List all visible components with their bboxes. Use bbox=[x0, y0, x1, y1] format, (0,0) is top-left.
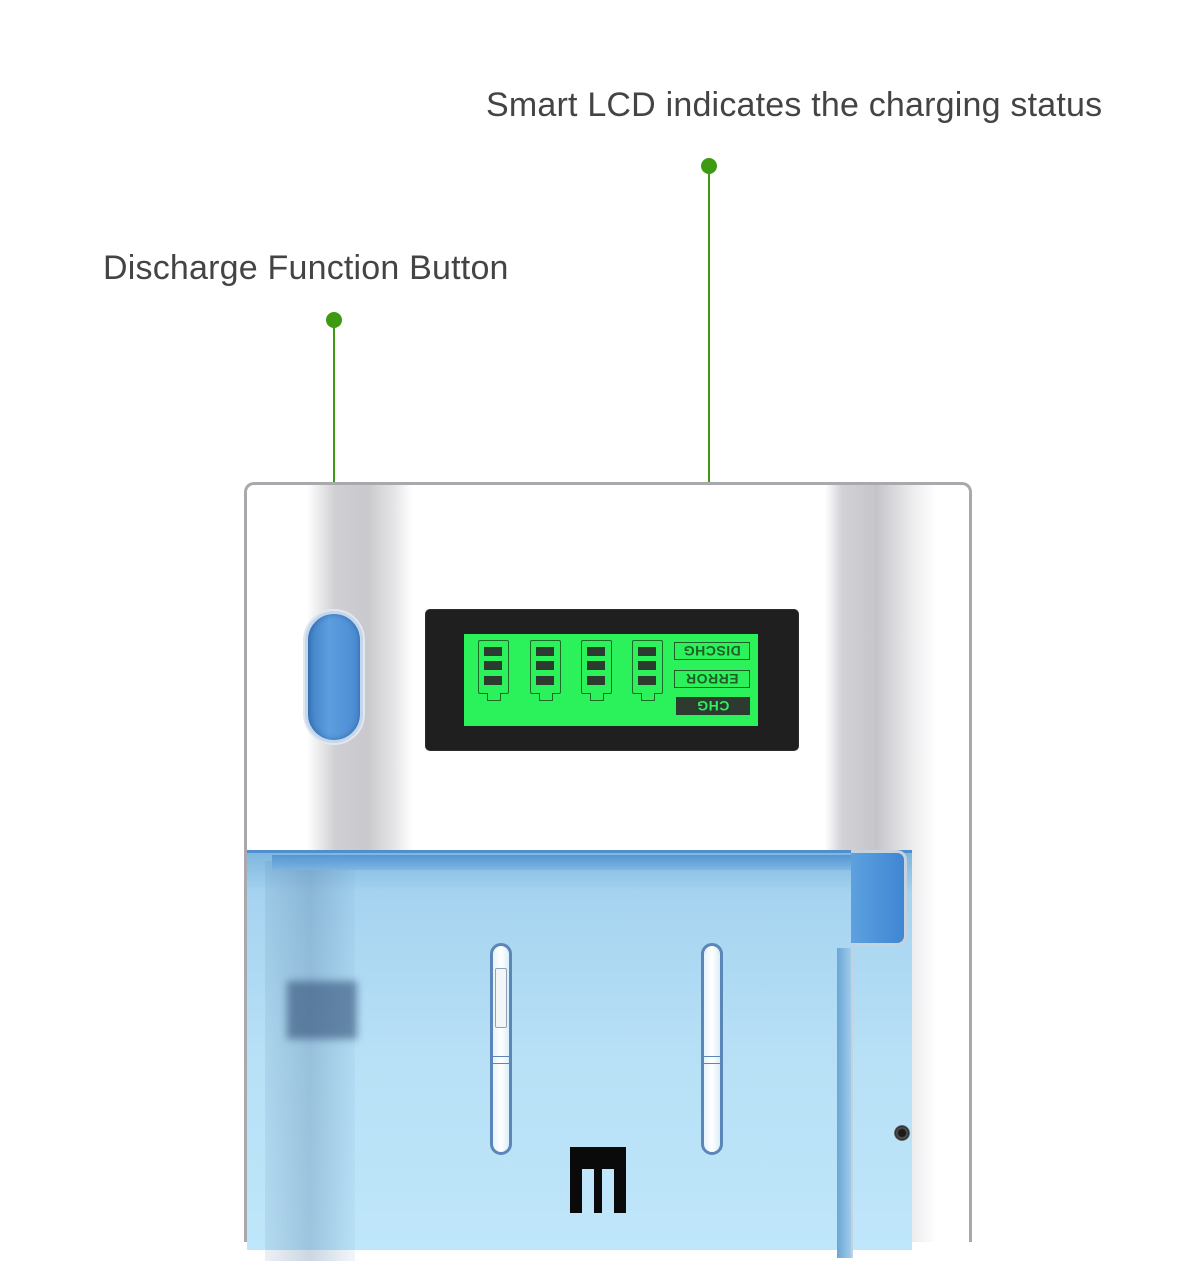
lcd-callout-dot bbox=[701, 158, 717, 174]
reset-hole-icon[interactable] bbox=[894, 1125, 910, 1141]
lcd-indicator-dischg: DISCHG bbox=[674, 642, 750, 660]
brand-logo-icon bbox=[570, 1147, 626, 1213]
battery-slot-1-icon bbox=[478, 640, 509, 701]
battery-slot-3-icon bbox=[581, 640, 612, 701]
lid-latch[interactable] bbox=[851, 850, 907, 946]
lcd-callout-label: Smart LCD indicates the charging status bbox=[486, 86, 1103, 124]
charger-top-panel: DISCHG ERROR CHG bbox=[247, 485, 969, 850]
battery-contact-slot-left bbox=[490, 943, 512, 1155]
lcd-display: DISCHG ERROR CHG bbox=[425, 609, 799, 751]
discharge-callout-label: Discharge Function Button bbox=[103, 249, 509, 287]
discharge-function-button[interactable] bbox=[305, 611, 363, 743]
lcd-callout-line bbox=[708, 170, 710, 636]
battery-contact-slot-right bbox=[701, 943, 723, 1155]
lcd-indicator-chg: CHG bbox=[676, 697, 750, 715]
battery-slot-4-icon bbox=[632, 640, 663, 701]
lcd-screen: DISCHG ERROR CHG bbox=[464, 634, 758, 726]
battery-slot-2-icon bbox=[530, 640, 561, 701]
discharge-callout-dot bbox=[326, 312, 342, 328]
lcd-indicator-error: ERROR bbox=[674, 670, 750, 688]
transparent-battery-lid[interactable] bbox=[247, 850, 912, 1261]
battery-charger: DISCHG ERROR CHG bbox=[244, 482, 972, 1261]
